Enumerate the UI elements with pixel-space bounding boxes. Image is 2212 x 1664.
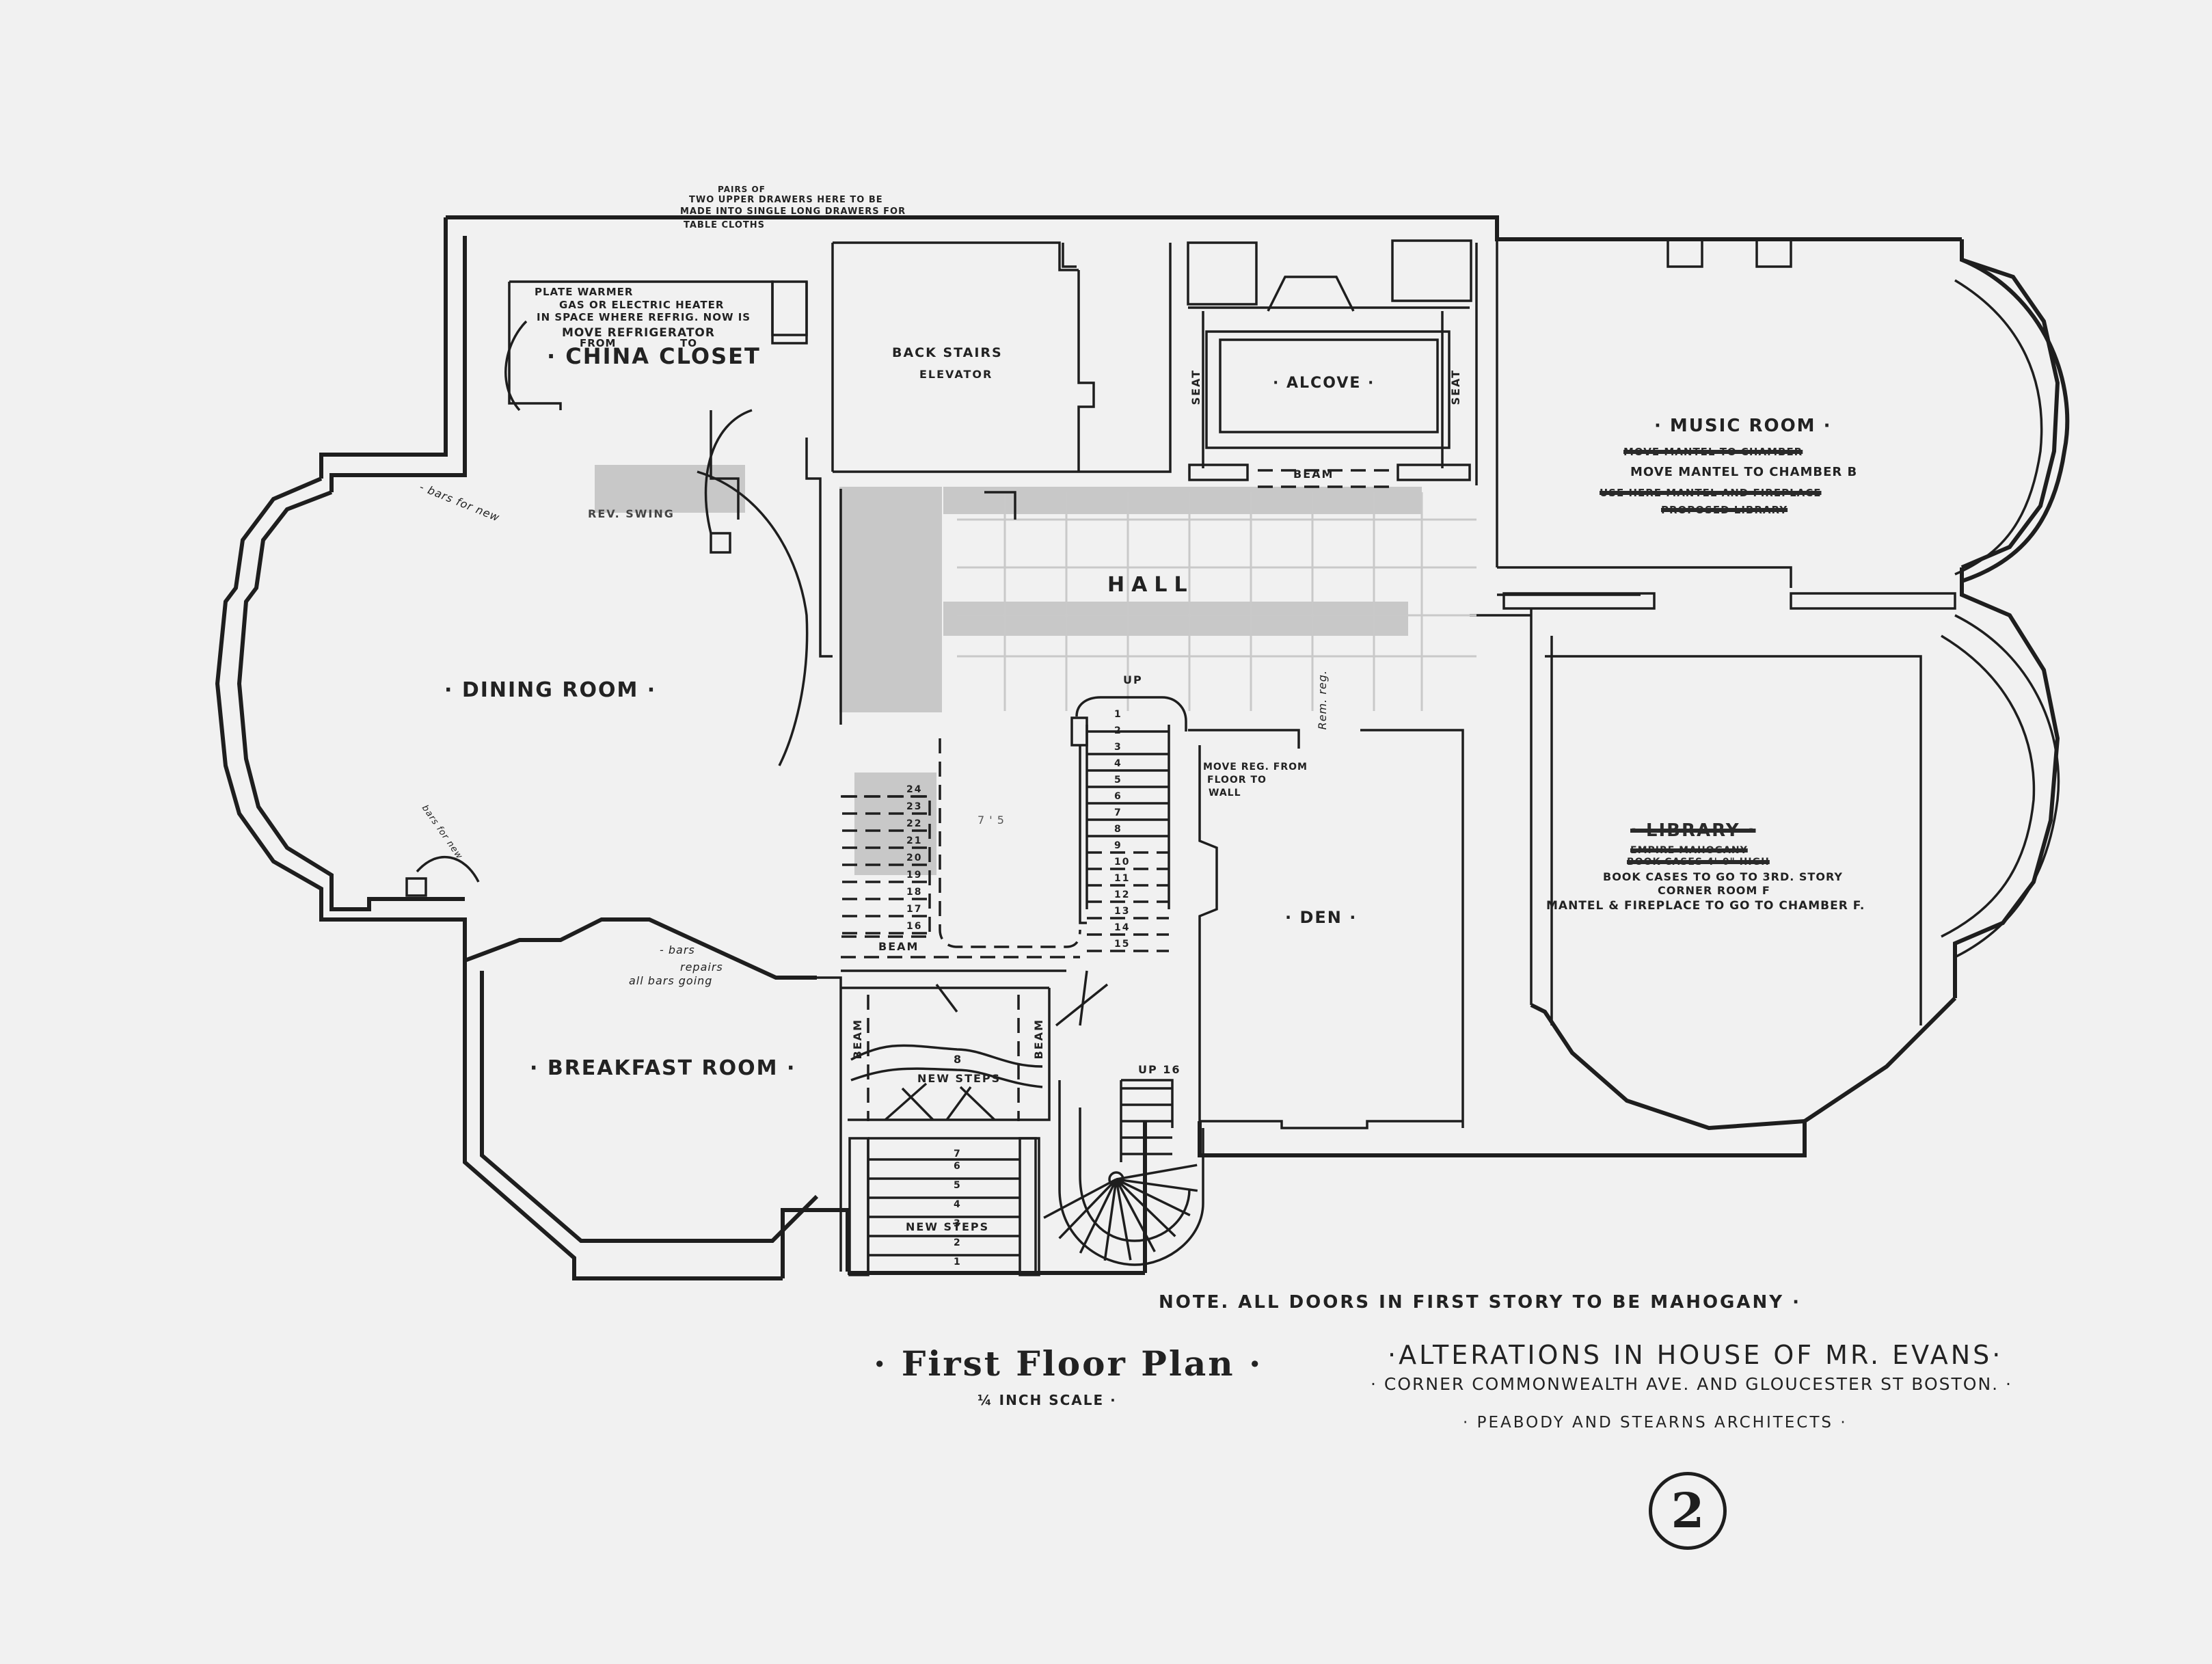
room-label-den: · DEN · bbox=[1285, 908, 1358, 927]
spiral-tread bbox=[1043, 1178, 1117, 1219]
stair-step-number: 6 bbox=[954, 1161, 962, 1172]
china-closet-walls bbox=[508, 280, 808, 520]
back-stairs-walls bbox=[831, 241, 1172, 473]
stair-step-number: 2 bbox=[954, 1237, 962, 1248]
stair-step-number: 5 bbox=[1114, 775, 1122, 786]
erasure-smudges bbox=[595, 465, 1422, 875]
stair-step-number: 7 bbox=[954, 1149, 962, 1159]
seat-label-left: SEAT bbox=[1189, 369, 1202, 405]
spiral-tread bbox=[1103, 1179, 1118, 1261]
stair-step-number: 6 bbox=[1114, 791, 1122, 802]
stair-step-number: 15 bbox=[1114, 939, 1131, 950]
back-run-stair bbox=[817, 738, 1081, 1272]
beam-label-vestibule-right: BEAM bbox=[1032, 1019, 1045, 1060]
room-label-breakfast-room: · BREAKFAST ROOM · bbox=[530, 1056, 796, 1080]
stair-step-number: 9 bbox=[1114, 840, 1122, 851]
stair-step-number: 23 bbox=[906, 801, 923, 812]
up-label-main-stair: UP bbox=[1123, 673, 1143, 686]
stair-step-number: 3 bbox=[954, 1218, 962, 1229]
new-steps-label-landing: NEW STEPS bbox=[917, 1072, 1001, 1085]
stair-step-number: 16 bbox=[906, 921, 923, 932]
rev-swing-label: REV. SWING bbox=[588, 507, 675, 520]
stair-step-number: 7 bbox=[1114, 807, 1122, 818]
architects-credit: · PEABODY AND STEARNS ARCHITECTS · bbox=[1463, 1414, 1848, 1432]
beam-label-alcove: BEAM bbox=[1293, 468, 1334, 481]
spiral-tread bbox=[1115, 1179, 1156, 1252]
entrance-step-lines bbox=[868, 1158, 1020, 1257]
room-label-china-closet: · CHINA CLOSET bbox=[547, 343, 761, 369]
stair-step-number: 17 bbox=[906, 904, 923, 915]
stair-step-number: 1 bbox=[1114, 709, 1122, 720]
stair-step-number: 10 bbox=[1114, 857, 1131, 868]
seat-label-right: SEAT bbox=[1449, 369, 1462, 405]
stair-step-number: 3 bbox=[1114, 742, 1122, 753]
note-mahogany-doors: NOTE. ALL DOORS IN FIRST STORY TO BE MAH… bbox=[1159, 1292, 1802, 1313]
hall-floor-grid bbox=[805, 438, 1476, 725]
spiral-tread bbox=[1116, 1178, 1198, 1192]
drawing-scale: ¼ INCH SCALE · bbox=[977, 1392, 1117, 1408]
room-label-elevator: ELEVATOR bbox=[919, 368, 993, 381]
new-steps-label-entrance: NEW STEPS bbox=[906, 1220, 990, 1233]
stair-step-number: 18 bbox=[906, 887, 923, 898]
spiral-tread bbox=[1115, 1178, 1176, 1237]
spiral-tread bbox=[1115, 1179, 1132, 1261]
vestibule bbox=[841, 987, 1051, 1276]
stair-step-number: 14 bbox=[1114, 922, 1131, 933]
stair-step-number: 1 bbox=[954, 1257, 962, 1267]
up-label-spiral-stair: UP 16 bbox=[1138, 1063, 1181, 1076]
room-label-hall: HALL bbox=[1107, 573, 1194, 597]
stair-step-number: 5 bbox=[954, 1180, 962, 1191]
stair-step-number: 2 bbox=[1114, 725, 1122, 736]
spiral-tread bbox=[1079, 1179, 1118, 1254]
stair-step-number: 4 bbox=[954, 1199, 962, 1210]
spiral-tread bbox=[1116, 1164, 1198, 1181]
stair-step-number: 8 bbox=[1114, 824, 1122, 835]
stair-step-number: 20 bbox=[906, 853, 923, 863]
stair-step-number: 21 bbox=[906, 835, 923, 846]
hall-scribble: Rem. reg. bbox=[1316, 670, 1329, 730]
landing-step-number: 8 bbox=[954, 1053, 963, 1066]
spiral-tread bbox=[1058, 1178, 1118, 1239]
drawing-title: · First Floor Plan · bbox=[874, 1343, 1263, 1384]
sheet-number-badge: 2 bbox=[1649, 1472, 1727, 1550]
stair-step-number: 11 bbox=[1114, 873, 1131, 884]
den-walls bbox=[1188, 729, 1464, 1129]
music-room-bay bbox=[1496, 239, 2070, 610]
stair-step-number: 4 bbox=[1114, 758, 1122, 769]
room-label-library: · LIBRARY · bbox=[1630, 820, 1756, 841]
misc-scribble: 7 ' 5 bbox=[977, 814, 1005, 827]
spiral-stair bbox=[1058, 1079, 1204, 1266]
main-stair bbox=[1070, 696, 1187, 952]
alcove-walls bbox=[1187, 239, 1478, 488]
spiral-tread-lines bbox=[1043, 1087, 1198, 1261]
stair-step-number: 24 bbox=[906, 784, 923, 795]
stair-step-number: 12 bbox=[1114, 889, 1131, 900]
library-bay bbox=[1470, 608, 2060, 1025]
project-location: · CORNER COMMONWEALTH AVE. AND GLOUCESTE… bbox=[1371, 1374, 2013, 1394]
project-title: ·ALTERATIONS IN HOUSE OF MR. EVANS· bbox=[1388, 1340, 2004, 1370]
spiral-tread bbox=[1116, 1178, 1191, 1217]
room-label-dining-room: · DINING ROOM · bbox=[444, 678, 657, 702]
room-label-music-room: · MUSIC ROOM · bbox=[1654, 416, 1832, 436]
beam-label-vestibule-left: BEAM bbox=[851, 1019, 864, 1060]
stair-step-number: 19 bbox=[906, 870, 923, 881]
stair-step-number: 22 bbox=[906, 818, 923, 829]
room-label-alcove: · ALCOVE · bbox=[1273, 375, 1375, 392]
door-swings-and-arrows bbox=[405, 320, 1109, 1027]
room-label-back-stairs: BACK STAIRS bbox=[892, 345, 1003, 360]
exterior-walls bbox=[215, 215, 2060, 1280]
stair-step-number: 13 bbox=[1114, 906, 1131, 917]
beam-label-stair: BEAM bbox=[878, 940, 919, 953]
